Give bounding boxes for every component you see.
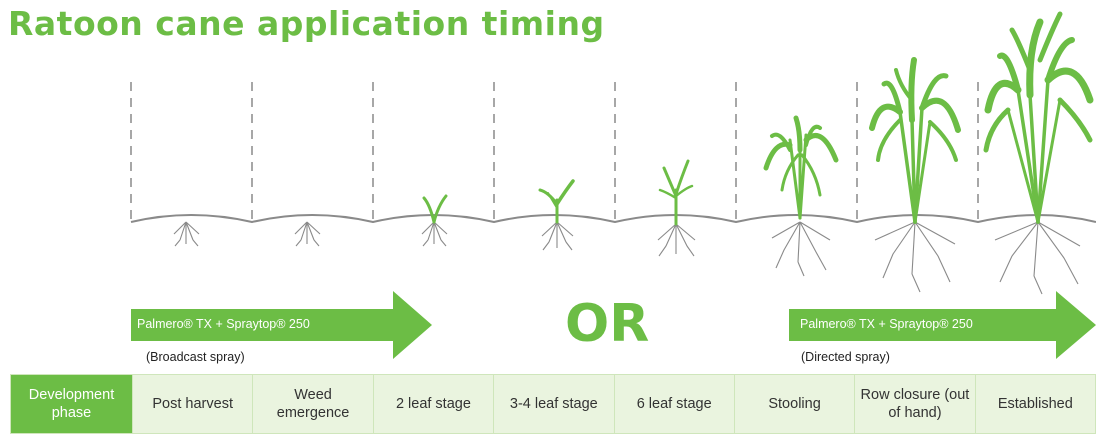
root-stage-2	[294, 221, 321, 247]
or-label: OR	[565, 294, 650, 354]
root-stage-4	[541, 221, 574, 251]
directed-arrow-label: Palmero® TX + Spraytop® 250	[800, 317, 973, 331]
root-stage-7	[874, 221, 956, 293]
root-stage-3	[421, 221, 448, 247]
root-stage-5	[657, 223, 696, 257]
plant-established	[983, 11, 1094, 224]
page-title: Ratoon cane application timing	[8, 4, 605, 43]
plant-3-4-leaf	[538, 179, 575, 224]
phase-post-harvest: Post harvest	[132, 375, 252, 433]
directed-spray-note: (Directed spray)	[801, 350, 890, 364]
development-phase-bar: Development phase Post harvest Weed emer…	[10, 374, 1096, 434]
broadcast-arrow-label: Palmero® TX + Spraytop® 250	[137, 317, 310, 331]
phase-header: Development phase	[11, 375, 132, 433]
directed-spray-arrow	[789, 291, 1096, 359]
phase-2-leaf: 2 leaf stage	[372, 375, 493, 433]
plant-2-leaf	[422, 194, 448, 224]
root-stage-1	[173, 221, 200, 247]
plant-stooling	[763, 115, 839, 220]
plant-6-leaf	[658, 159, 694, 226]
root-stage-8	[994, 221, 1081, 295]
broadcast-spray-note: (Broadcast spray)	[146, 350, 245, 364]
broadcast-spray-arrow	[131, 291, 432, 359]
phase-stooling: Stooling	[733, 375, 854, 433]
root-stage-6	[771, 221, 831, 277]
soil-line	[130, 214, 1096, 224]
phase-established: Established	[974, 375, 1095, 433]
phase-weed-emergence: Weed emergence	[252, 375, 372, 433]
phase-3-4-leaf: 3-4 leaf stage	[493, 375, 613, 433]
phase-row-closure: Row closure (out of hand)	[854, 375, 974, 433]
phase-6-leaf: 6 leaf stage	[613, 375, 734, 433]
plant-row-closure	[869, 57, 961, 224]
